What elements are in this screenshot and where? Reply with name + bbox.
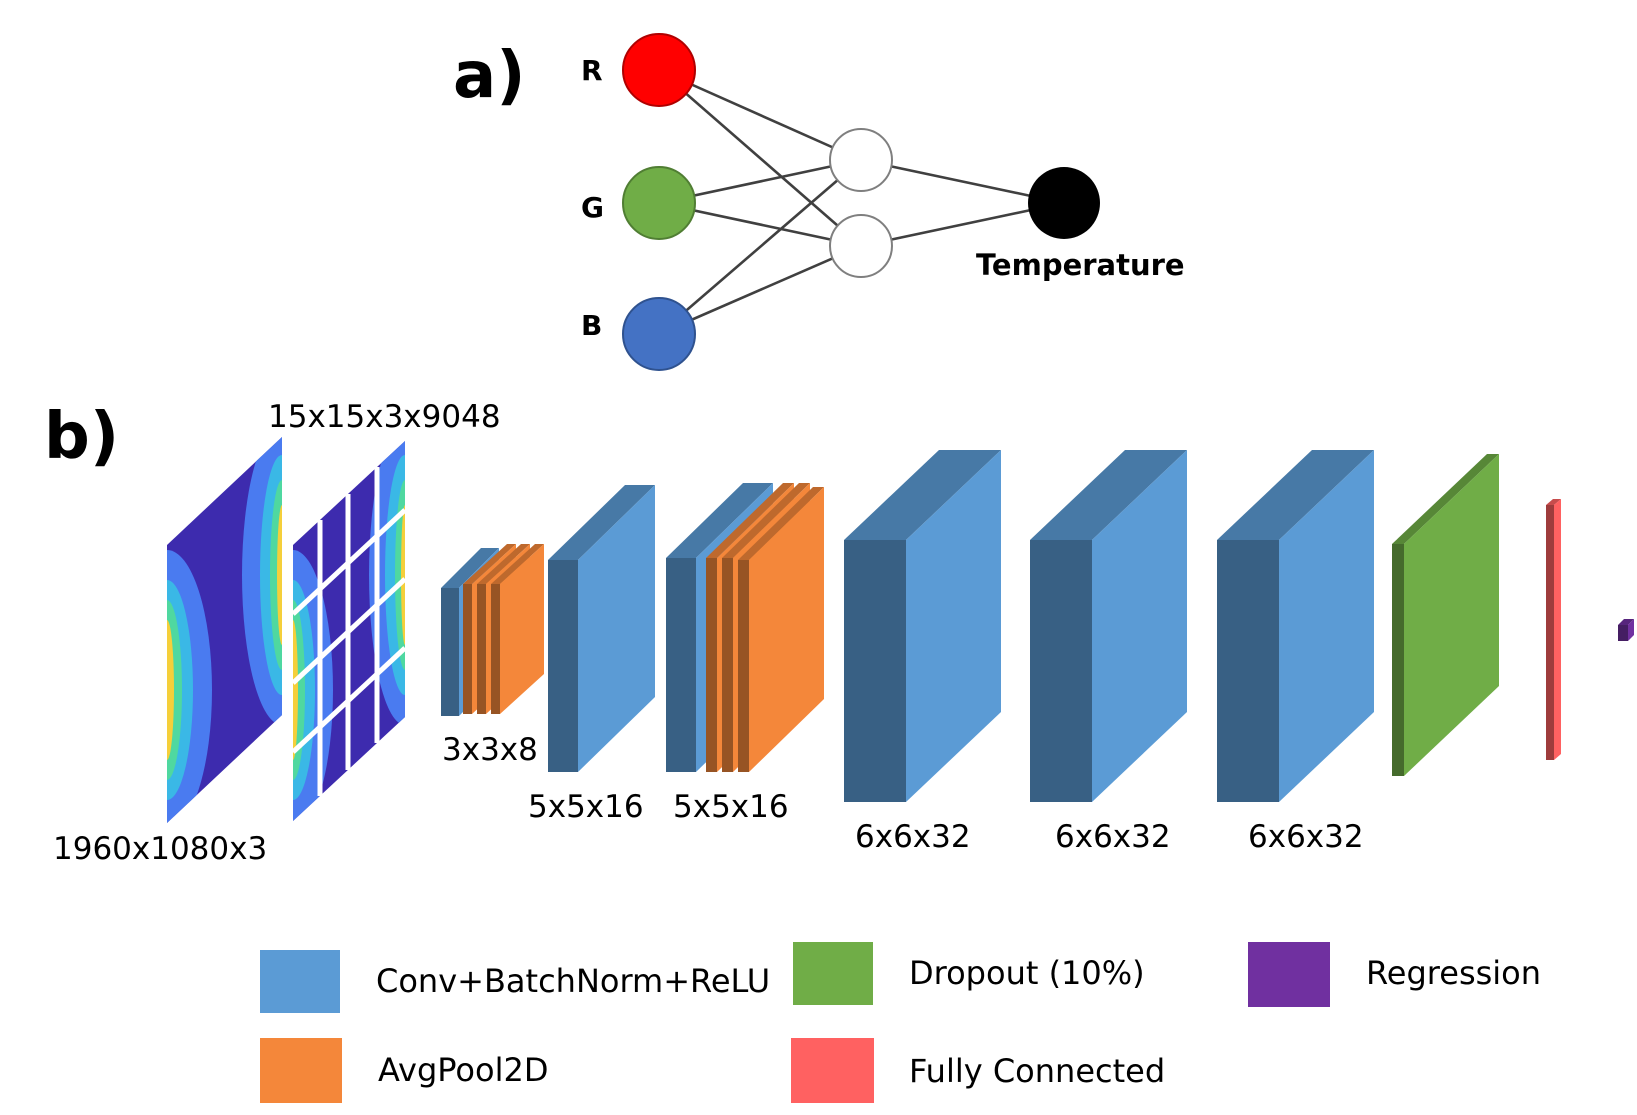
panel-a-label: a)	[453, 39, 525, 113]
input-label-b: B	[581, 309, 602, 342]
legend-label-fc: Fully Connected	[909, 1052, 1165, 1090]
layer-label-1: 3x3x8	[442, 732, 538, 768]
patch-grid	[291, 441, 407, 821]
layer-label-3: 5x5x16	[673, 789, 789, 825]
legend-label-conv: Conv+BatchNorm+ReLU	[376, 962, 770, 1000]
output-label: Temperature	[976, 248, 1185, 282]
conv-layer-6	[1217, 450, 1374, 802]
network-edges	[658, 68, 1065, 336]
input-node-g	[622, 166, 696, 240]
legend-label-dropout: Dropout (10%)	[909, 954, 1145, 992]
conv-layer-2	[548, 485, 655, 772]
input-image	[167, 437, 282, 823]
legend-swatch-avgpool	[260, 1038, 342, 1103]
fc-layer	[1546, 499, 1561, 760]
layer-label-5: 6x6x32	[1055, 819, 1171, 855]
legend-swatch-regression	[1248, 942, 1330, 1007]
input-label-r: R	[581, 54, 603, 87]
legend-swatch-fc	[791, 1038, 874, 1103]
patch-size-label: 15x15x3x9048	[268, 399, 501, 435]
legend-label-avgpool: AvgPool2D	[378, 1051, 548, 1089]
input-label-g: G	[581, 191, 604, 224]
conv-layer-5	[1030, 450, 1187, 802]
hidden-node-2	[829, 214, 893, 278]
input-size-label: 1960x1080x3	[53, 831, 267, 867]
input-node-b	[622, 297, 696, 371]
dropout-layer	[1392, 454, 1499, 776]
layer-label-4: 6x6x32	[855, 819, 971, 855]
layer-label-2: 5x5x16	[528, 789, 644, 825]
layer-stack	[441, 450, 1634, 802]
legend-swatch-conv	[260, 950, 340, 1013]
legend-swatch-dropout	[793, 942, 873, 1005]
hidden-node-1	[829, 128, 893, 192]
pool-layer-3c	[738, 487, 824, 772]
regression-layer	[1618, 619, 1634, 641]
panel-b-label: b)	[44, 400, 119, 474]
legend: Conv+BatchNorm+ReLU Dropout (10%) Regres…	[260, 942, 1541, 1103]
layer-label-6: 6x6x32	[1248, 819, 1364, 855]
legend-label-regression: Regression	[1366, 954, 1541, 992]
conv-layer-4	[844, 450, 1001, 802]
input-node-r	[622, 33, 696, 107]
pool-layer-1c	[491, 544, 544, 714]
output-node	[1028, 167, 1100, 239]
